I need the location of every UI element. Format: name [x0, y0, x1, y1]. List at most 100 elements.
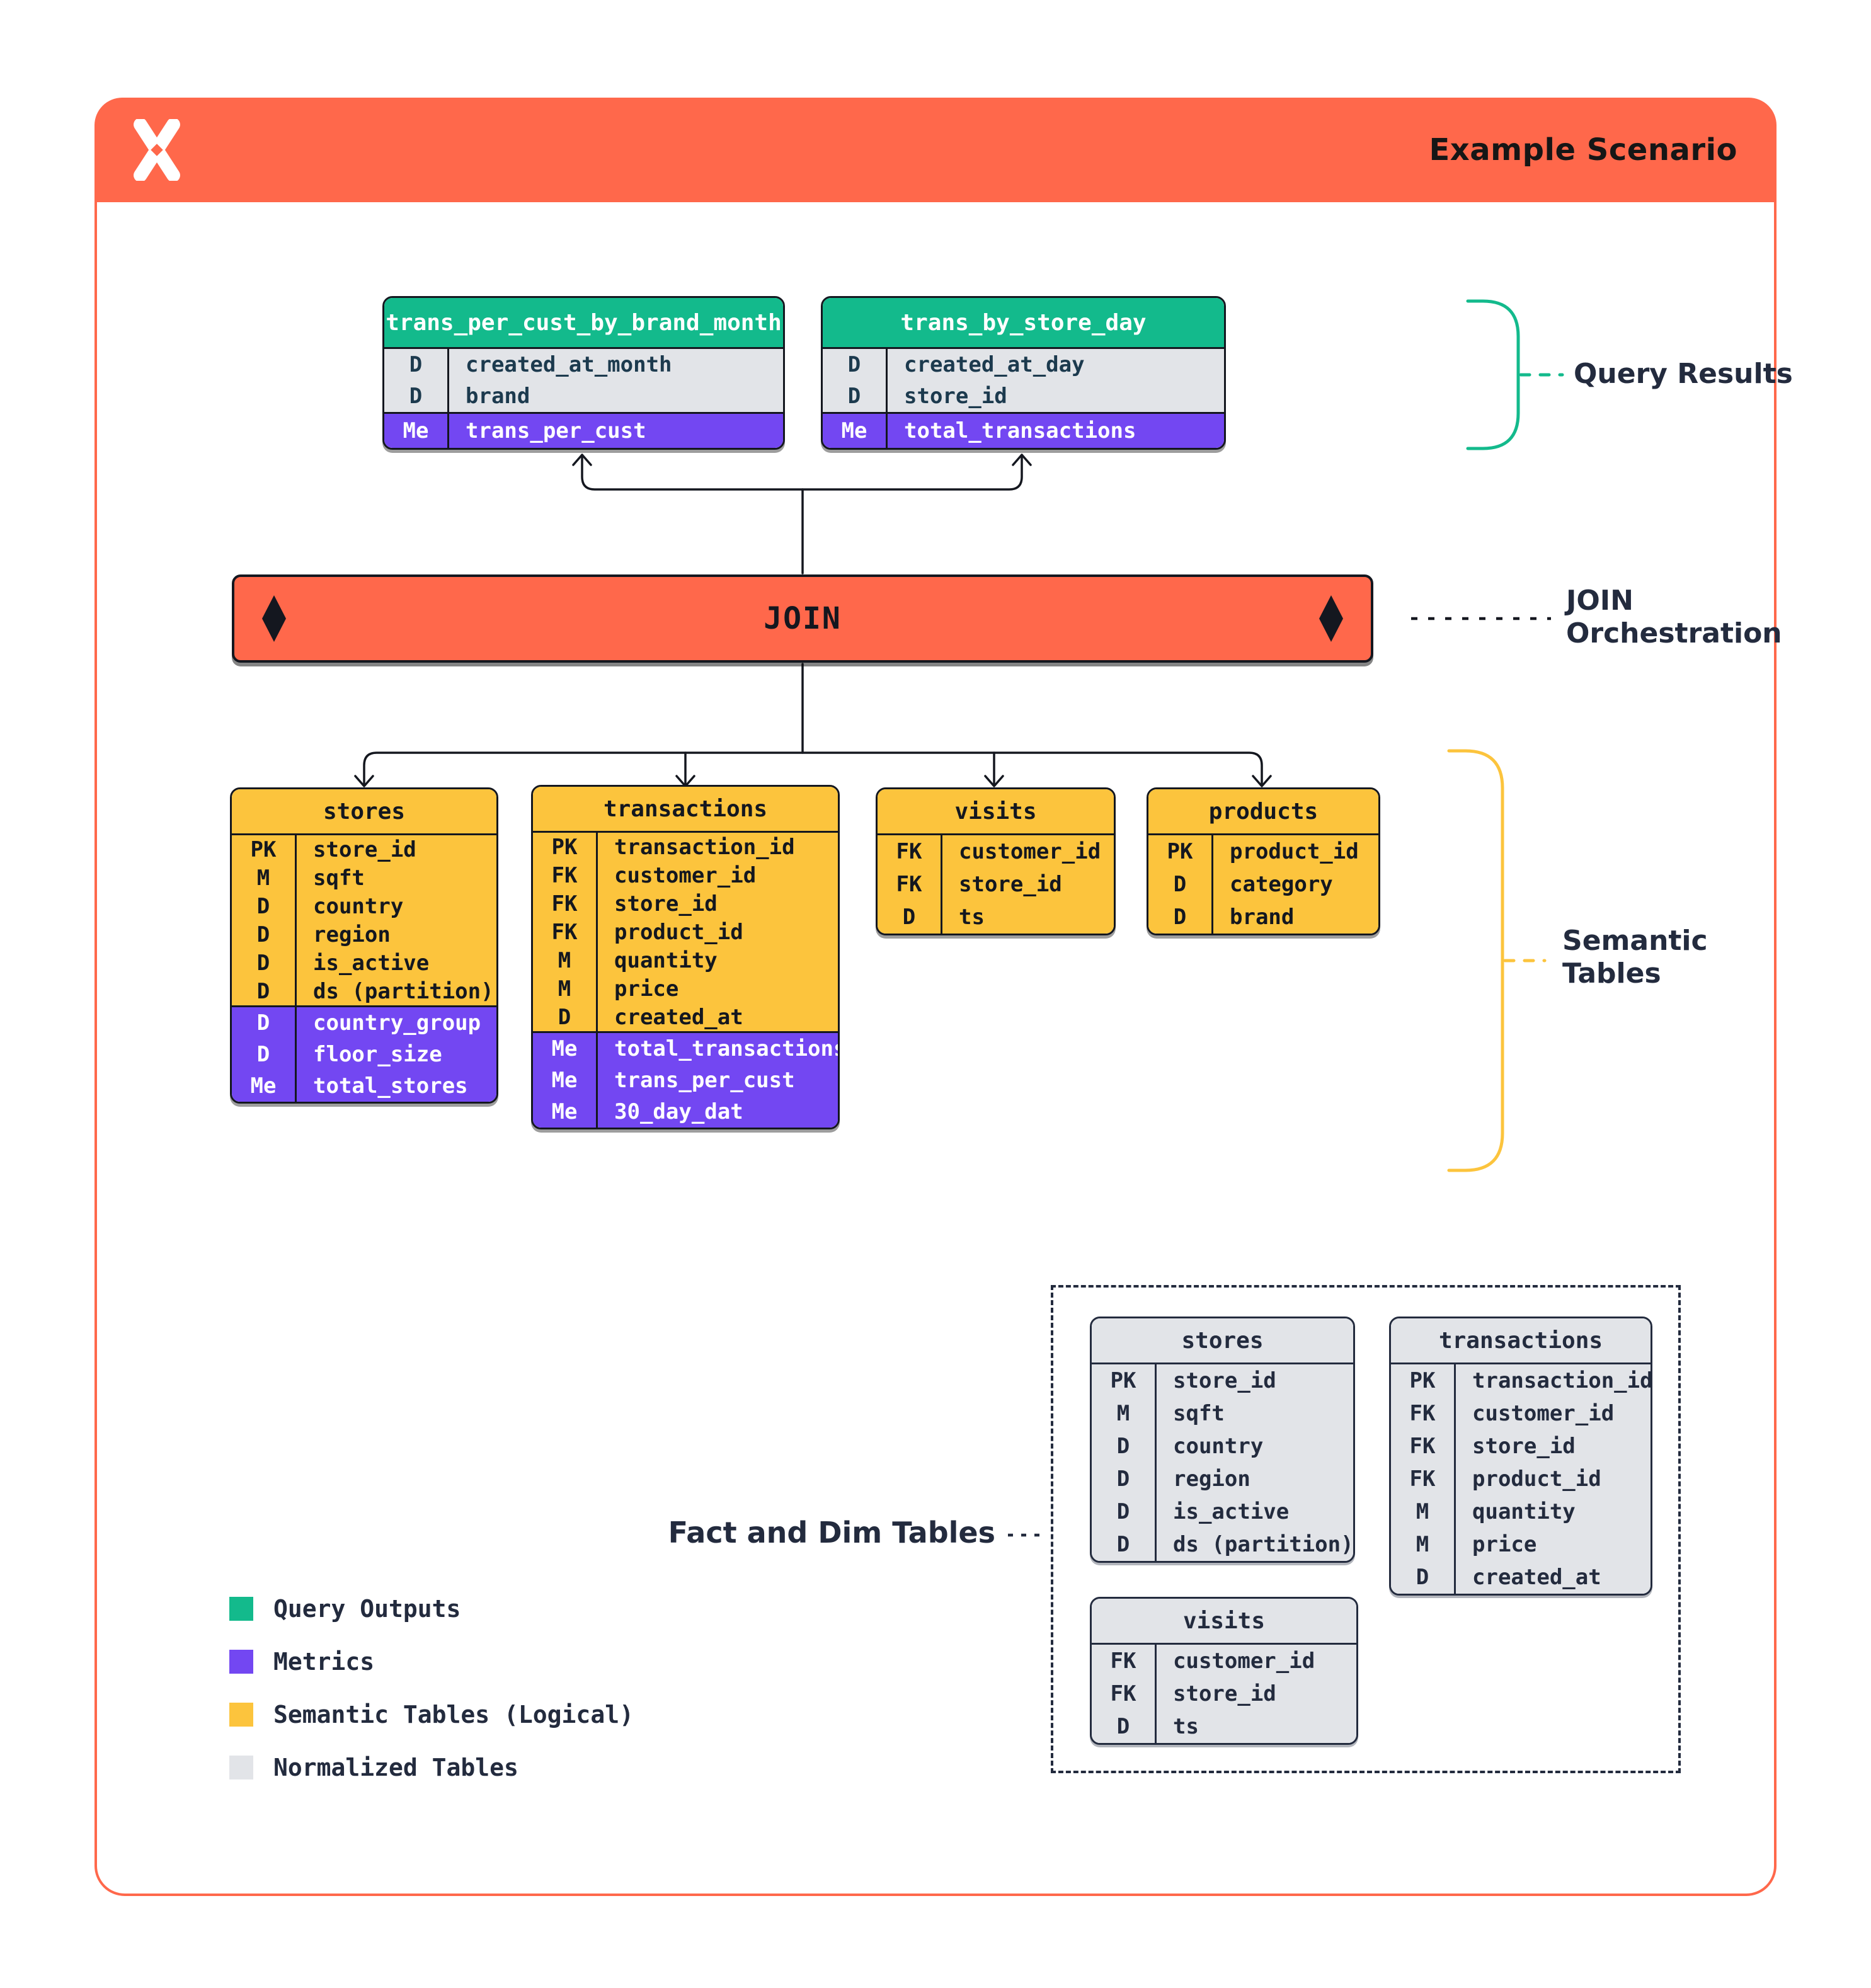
row-key: Me — [232, 1070, 297, 1102]
row-key: FK — [1391, 1463, 1456, 1495]
row-field: store_id — [959, 872, 1062, 897]
row-key: PK — [1092, 1364, 1157, 1397]
table-row: FK product_id — [1391, 1463, 1651, 1495]
row-key: D — [1092, 1710, 1157, 1743]
row-key: FK — [878, 835, 942, 868]
legend-label: Normalized Tables — [273, 1754, 518, 1781]
row-key: PK — [1391, 1364, 1456, 1397]
row-key: FK — [1391, 1397, 1456, 1430]
row-field: store_id — [1173, 1368, 1276, 1393]
row-field: sqft — [313, 865, 365, 891]
join-label: JOIN — [764, 601, 842, 636]
row-field: 30_day_dat — [614, 1099, 743, 1124]
row-key: FK — [1391, 1430, 1456, 1463]
row-field: price — [1472, 1532, 1537, 1557]
row-field: floor_size — [313, 1042, 442, 1067]
row-key: M — [1092, 1397, 1157, 1430]
row-field: ds (partition) — [313, 978, 494, 1004]
table-row: FK store_id — [1092, 1677, 1356, 1710]
row-field: total_stores — [313, 1073, 468, 1099]
row-key: D — [1092, 1528, 1157, 1561]
row-field: store_id — [1173, 1681, 1276, 1706]
row-key: D — [384, 349, 449, 380]
arrowhead-down-visits — [984, 775, 1004, 787]
table-title: stores — [232, 789, 496, 833]
row-field: trans_per_cust — [466, 418, 646, 443]
legend-label: Semantic Tables (Logical) — [273, 1701, 634, 1728]
arrowhead-up-right — [1012, 454, 1032, 466]
table-row: Me total_stores — [232, 1070, 496, 1102]
row-field: customer_id — [1472, 1401, 1615, 1426]
row-key: FK — [878, 868, 942, 901]
dagster-x-logo-icon — [134, 119, 180, 181]
table-row: PK product_id — [1148, 835, 1378, 868]
row-key: Me — [384, 414, 449, 448]
normalized-tables-swatch-icon — [229, 1756, 253, 1779]
legend-item-normalized-tables: Normalized Tables — [229, 1754, 634, 1781]
row-key: D — [1092, 1495, 1157, 1528]
legend: Query Outputs Metrics Semantic Tables (L… — [229, 1595, 634, 1781]
row-field: product_id — [1230, 839, 1359, 864]
row-field: trans_per_cust — [614, 1068, 795, 1093]
arrow-join-to-semantic — [363, 751, 1263, 786]
row-key: M — [232, 864, 297, 892]
row-field: product_id — [1472, 1466, 1601, 1492]
table-section: Me trans_per_cust — [384, 412, 783, 448]
row-key: Me — [533, 1065, 598, 1096]
row-field: customer_id — [614, 862, 757, 888]
row-field: total_transactions — [614, 1036, 840, 1061]
row-key: FK — [533, 861, 598, 889]
table-row: Me trans_per_cust — [533, 1065, 838, 1096]
row-key: FK — [1092, 1677, 1157, 1710]
query-results-bracket — [1466, 299, 1520, 450]
table-title: transactions — [1391, 1318, 1651, 1362]
row-key: PK — [1148, 835, 1213, 868]
fact-dim-box — [1051, 1285, 1681, 1773]
table-title: trans_by_store_day — [823, 298, 1224, 347]
arrowhead-up-left — [572, 454, 592, 466]
row-field: quantity — [614, 947, 718, 973]
row-field: total_transactions — [904, 418, 1136, 443]
row-key: D — [232, 949, 297, 977]
row-field: created_at — [614, 1004, 743, 1030]
table-title: products — [1148, 789, 1378, 833]
row-field: brand — [1230, 905, 1295, 930]
row-field: country — [1173, 1434, 1264, 1459]
fact-and-dim-tables-label: Fact and Dim Tables — [668, 1516, 995, 1550]
row-key: D — [232, 1007, 297, 1039]
table-row: FK customer_id — [533, 861, 838, 889]
row-key: M — [1391, 1528, 1456, 1561]
legend-item-metrics: Metrics — [229, 1648, 634, 1676]
table-title: visits — [878, 789, 1114, 833]
row-field: is_active — [313, 950, 430, 976]
row-key: Me — [533, 1096, 598, 1128]
row-field: created_at_day — [904, 352, 1085, 377]
